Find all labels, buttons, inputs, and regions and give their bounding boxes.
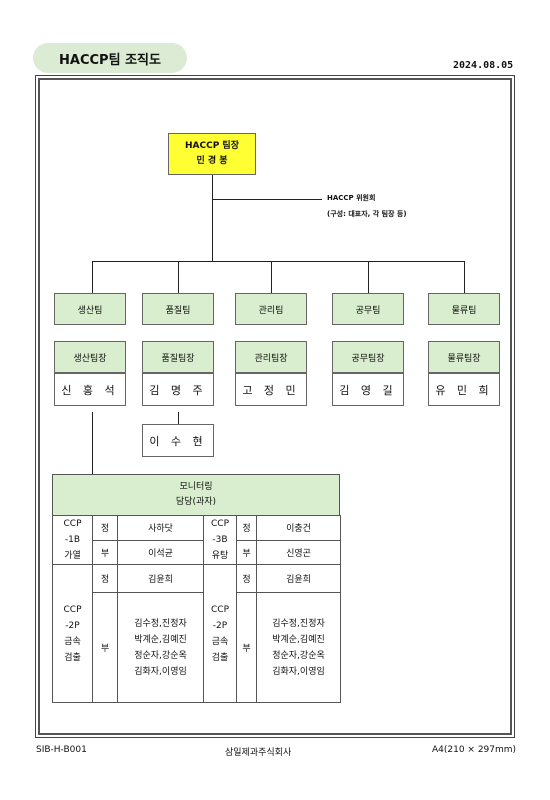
frame-inner-border <box>38 78 512 735</box>
monitoring-subtitle: 담당(과자) <box>175 497 217 507</box>
team-box-logistics: 물류팀 <box>428 293 500 325</box>
lead-name-production: 신 홍 석 <box>54 373 126 406</box>
team-box-management: 관리팀 <box>235 293 307 325</box>
connector-team-4 <box>368 261 369 293</box>
monitoring-header: 모니터링 담당(과자) <box>52 474 340 516</box>
role-label: 정 <box>236 564 257 593</box>
lead-name-engineering: 김 영 길 <box>332 373 404 406</box>
ccp-2p-left-main-name: 김윤희 <box>117 564 204 593</box>
role-label: 부 <box>236 592 257 703</box>
committee-line-2: (구성: 대표자, 각 팀장 등) <box>327 210 407 218</box>
connector-team-5 <box>464 261 465 293</box>
connector-teams-bus <box>92 261 465 262</box>
leader-name: 민 경 봉 <box>196 156 228 166</box>
ccp-1b-main-name: 사하닷 <box>117 515 204 541</box>
team-box-quality: 품질팀 <box>142 293 214 325</box>
role-label: 부 <box>236 539 257 565</box>
role-label: 정 <box>92 515 118 541</box>
haccp-committee-note: HACCP 위원회 (구성: 대표자, 각 팀장 등) <box>327 190 407 222</box>
monitoring-title: 모니터링 <box>179 482 213 492</box>
team-box-production: 생산팀 <box>54 293 126 325</box>
ccp-2p-right-main-name: 김윤희 <box>256 564 341 593</box>
ccp-1b-sub-name: 이석균 <box>117 539 204 565</box>
leader-title: HACCP 팀장 <box>185 141 239 151</box>
lead-title-management: 관리팀장 <box>235 341 307 373</box>
role-label: 정 <box>236 515 257 541</box>
lead-title-logistics: 물류팀장 <box>428 341 500 373</box>
connector-team-2 <box>178 261 179 293</box>
lead-name-logistics: 유 민 희 <box>428 373 500 406</box>
footer-document-code: SIB-H-B001 <box>36 745 87 755</box>
connector-leader-trunk <box>212 175 213 261</box>
role-label: 부 <box>92 539 118 565</box>
lead-name-quality: 김 명 주 <box>142 373 214 406</box>
frame-outer-border <box>35 75 515 738</box>
ccp-3b-sub-name: 신영곤 <box>256 539 341 565</box>
connector-monitor <box>92 412 93 474</box>
lead-name-management: 고 정 민 <box>235 373 307 406</box>
lead-title-engineering: 공무팀장 <box>332 341 404 373</box>
connector-quality-extra <box>178 412 179 424</box>
role-label: 부 <box>92 592 118 703</box>
footer-paper-size: A4(210 × 297mm) <box>432 745 517 755</box>
team-box-engineering: 공무팀 <box>332 293 404 325</box>
lead-title-production: 생산팀장 <box>54 341 126 373</box>
quality-member-name: 이 수 현 <box>142 424 214 457</box>
connector-team-3 <box>271 261 272 293</box>
ccp-3b-main-name: 이충건 <box>256 515 341 541</box>
connector-committee <box>212 199 322 200</box>
role-label: 정 <box>92 564 118 593</box>
lead-title-quality: 품질팀장 <box>142 341 214 373</box>
committee-line-1: HACCP 위원회 <box>327 194 376 202</box>
haccp-leader-box: HACCP 팀장 민 경 봉 <box>168 133 256 175</box>
connector-team-1 <box>92 261 93 293</box>
page-title: HACCP팀 조직도 <box>33 43 187 73</box>
document-date: 2024.08.05 <box>453 60 514 71</box>
footer-company-name: 삼일제과주식회사 <box>225 748 292 758</box>
table-row: 부 이석균 부 신영곤 <box>53 539 341 565</box>
